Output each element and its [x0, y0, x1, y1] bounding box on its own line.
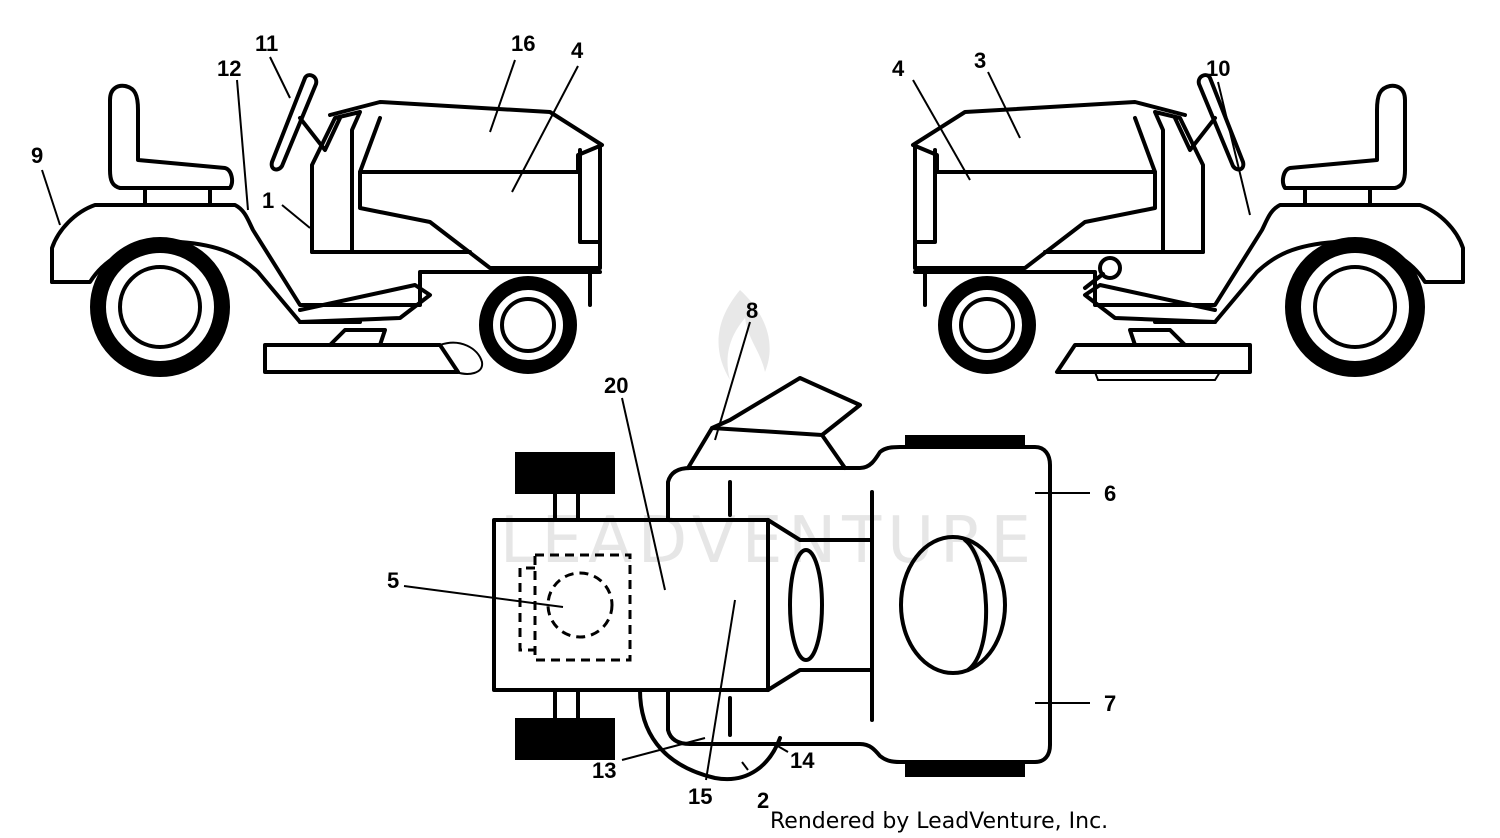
- tractor-right-side-view: [911, 73, 1465, 377]
- left-frame: [310, 250, 592, 307]
- label-13: 13: [592, 758, 616, 783]
- left-rear-fender: [50, 203, 602, 307]
- watermark-text: LEADVENTURE: [500, 504, 1037, 578]
- leader-lines: [41, 56, 1251, 781]
- left-front-tire: [479, 276, 577, 374]
- left-steering-column: [298, 116, 342, 152]
- left-hood-side: [358, 143, 602, 270]
- label-16: 16: [511, 31, 535, 56]
- label-14: 14: [790, 748, 815, 773]
- label-8: 8: [746, 298, 758, 323]
- left-steering-wheel: [269, 73, 319, 172]
- top-rear-axle: [553, 492, 580, 720]
- label-4-left: 4: [571, 38, 584, 63]
- top-dash-ellipse: [788, 548, 824, 662]
- top-hood-dome-inner: [963, 538, 989, 672]
- top-side-loop: [638, 688, 782, 782]
- top-hood-dome: [899, 535, 1007, 675]
- left-footrest: [298, 283, 432, 324]
- left-grille: [578, 148, 602, 244]
- top-front-tire-lower: [905, 763, 1025, 777]
- label-3: 3: [974, 48, 986, 73]
- top-seat-circle: [546, 571, 614, 639]
- watermark: LEADVENTURE: [500, 290, 1037, 578]
- left-rear-tire: [90, 237, 230, 377]
- callout-labels: 1 2 3 4 4 5 6 7 8 9 10 11 12 13 14 15 16…: [31, 31, 1230, 813]
- top-rear-tire-upper: [515, 452, 615, 494]
- label-5: 5: [387, 568, 399, 593]
- label-20: 20: [604, 373, 628, 398]
- top-seat-back: [518, 566, 535, 652]
- credit-text: Rendered by LeadVenture, Inc.: [770, 809, 1108, 834]
- label-15: 15: [688, 784, 712, 809]
- top-rear-tire-lower: [515, 718, 615, 760]
- left-seat: [108, 83, 235, 190]
- right-deck-chute: [1094, 371, 1221, 381]
- left-mower-deck: [263, 343, 460, 374]
- left-deck-chute: [439, 341, 484, 375]
- top-hood-neck: [766, 518, 872, 692]
- label-4-right: 4: [892, 56, 905, 81]
- left-seat-post: [143, 186, 212, 207]
- left-deck-hanger: [328, 328, 387, 347]
- label-2: 2: [757, 788, 769, 813]
- left-front-rim: [500, 297, 556, 353]
- tractor-left-side-view: [50, 73, 604, 377]
- left-hood: [328, 100, 604, 174]
- top-discharge-chute: [686, 376, 862, 470]
- top-body: [492, 518, 770, 692]
- label-10: 10: [1206, 56, 1230, 81]
- label-12: 12: [217, 56, 241, 81]
- left-rear-rim: [118, 265, 202, 349]
- label-11: 11: [255, 31, 278, 56]
- label-9: 9: [31, 143, 43, 168]
- label-7: 7: [1104, 691, 1116, 716]
- tractor-top-view: [492, 376, 1052, 782]
- top-seat-outline: [533, 553, 632, 662]
- label-6: 6: [1104, 481, 1116, 506]
- left-dash: [310, 110, 362, 254]
- label-1: 1: [262, 188, 274, 213]
- top-mower-deck: [666, 445, 1052, 764]
